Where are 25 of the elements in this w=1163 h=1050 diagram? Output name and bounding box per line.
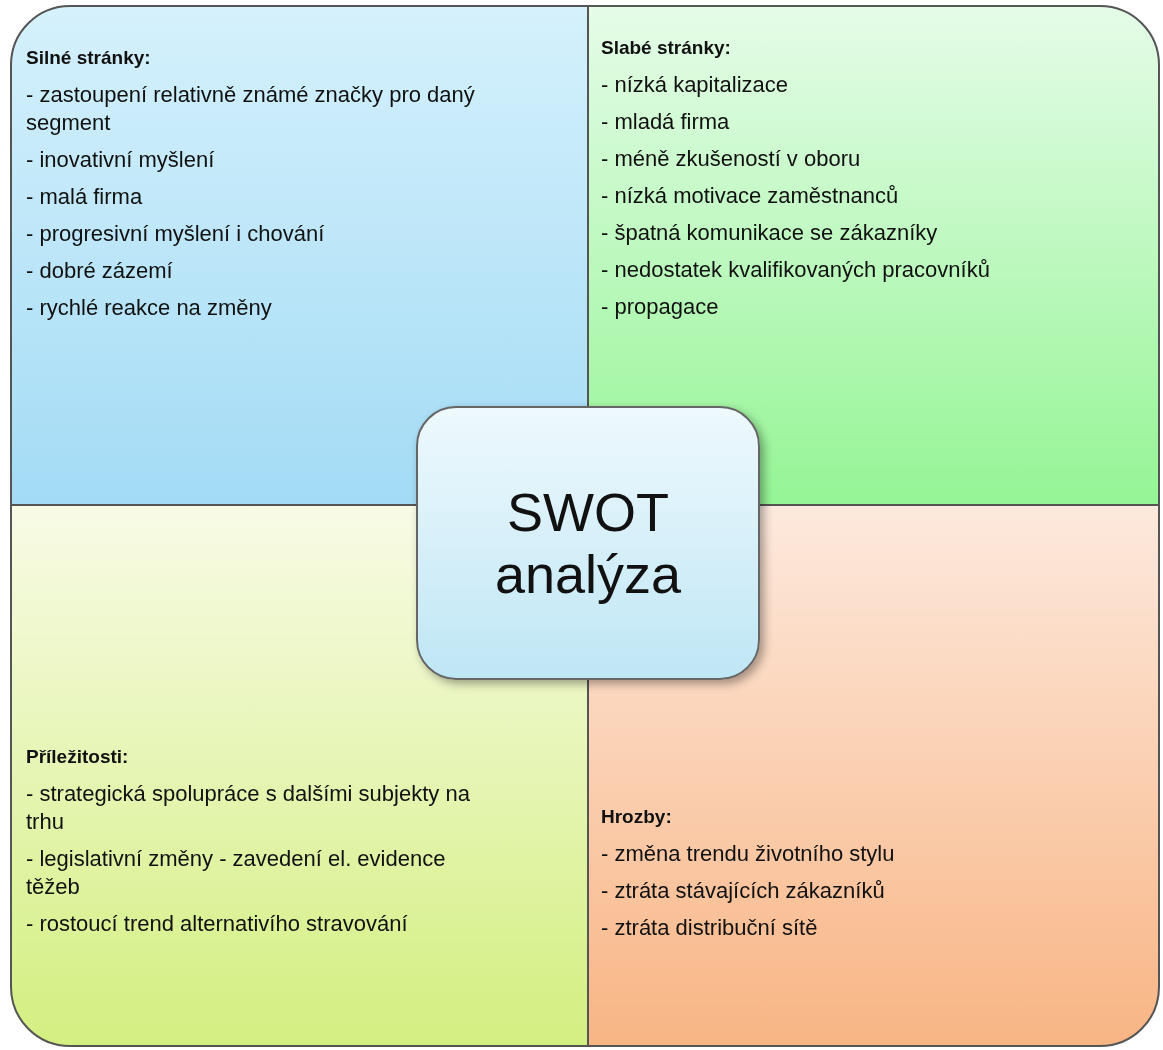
list-item: - legislativní změny - zavedení el. evidence těžeb — [26, 845, 447, 901]
section-heading: Silné stránky: — [26, 47, 152, 69]
list-item: - zastoupení relativně známé značky pro daný segment — [26, 81, 476, 137]
list-item: - nedostatek kvalifikovaných pracovníků — [601, 256, 991, 284]
section-heading: Slabé stránky: — [601, 37, 732, 59]
list-item: - nízká motivace zaměstnanců — [601, 182, 900, 210]
list-item: - ztráta distribuční sítě — [601, 914, 819, 942]
section-heading: Hrozby: — [601, 806, 673, 828]
list-item: - dobré zázemí — [26, 257, 174, 285]
section-heading: Příležitosti: — [26, 746, 130, 768]
list-item: - ztráta stávajících zákazníků — [601, 877, 886, 905]
list-item: - propagace — [601, 293, 720, 321]
center-box — [416, 406, 760, 680]
list-item: - inovativní myšlení — [26, 146, 216, 174]
list-item: - špatná komunikace se zákazníky — [601, 219, 939, 247]
list-item: - změna trendu životního stylu — [601, 840, 896, 868]
list-item: - strategická spolupráce s dalšími subjekty na trhu — [26, 780, 471, 836]
list-item: - malá firma — [26, 183, 144, 211]
list-item: - progresivní myšlení i chování — [26, 220, 326, 248]
list-item: - nízká kapitalizace — [601, 71, 790, 99]
list-item: - méně zkušeností v oboru — [601, 145, 862, 173]
list-item: - rostoucí trend alternativího stravování — [26, 910, 409, 938]
center-title: SWOT analýza — [493, 481, 683, 605]
list-item: - rychlé reakce na změny — [26, 294, 273, 322]
list-item: - mladá firma — [601, 108, 731, 136]
